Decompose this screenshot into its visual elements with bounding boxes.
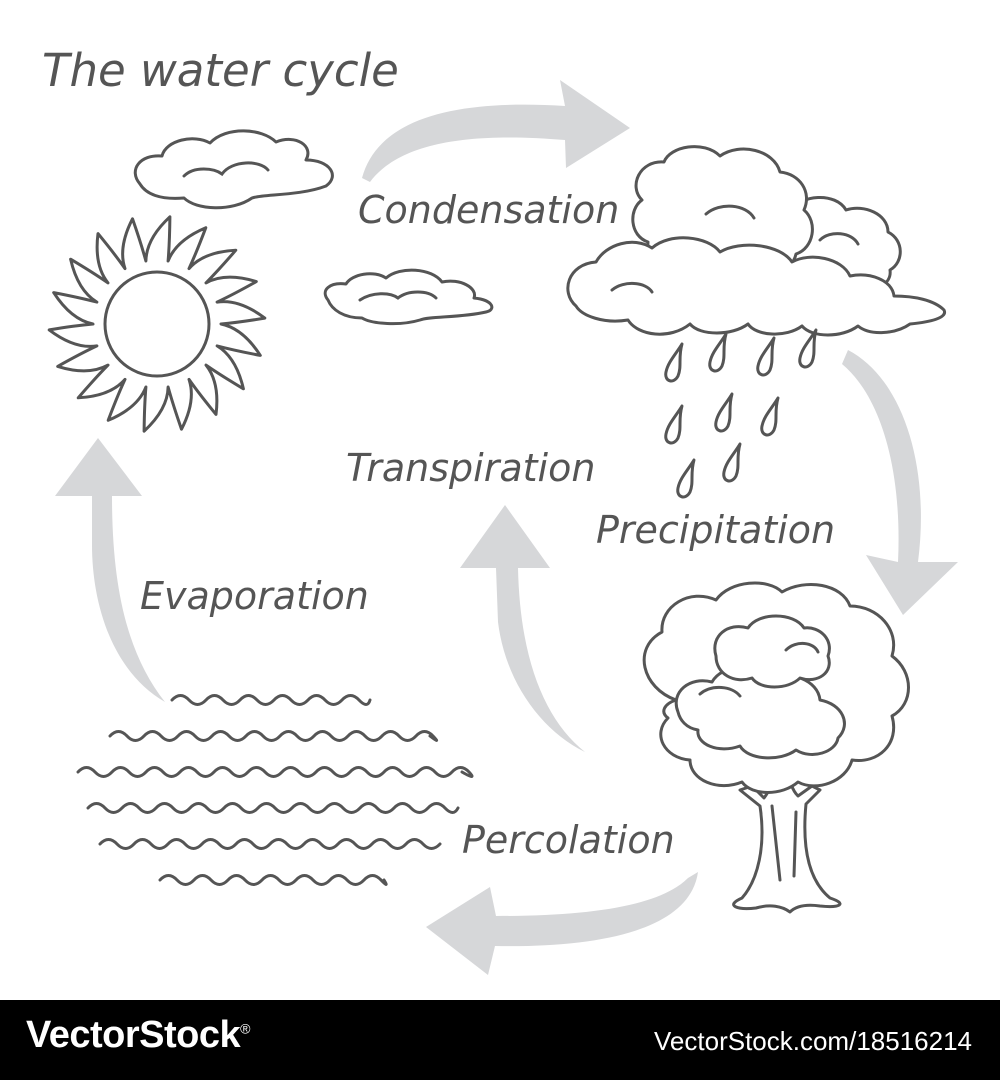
water-cycle-diagram: The water cycle Condensation Transpirati…	[42, 44, 958, 975]
wave-line	[170, 694, 372, 706]
watermark-footer: VectorStock® VectorStock.com/18516214	[0, 1000, 1000, 1080]
wave-line	[158, 874, 388, 886]
label-transpiration: Transpiration	[346, 446, 596, 490]
wave-line	[98, 838, 442, 850]
raindrop-icon	[664, 342, 684, 383]
arrow-evaporation	[55, 438, 165, 702]
wave-line	[108, 730, 439, 742]
arrow-condensation	[362, 80, 630, 182]
label-precipitation: Precipitation	[596, 508, 836, 552]
label-percolation: Percolation	[462, 818, 675, 862]
raindrop-icon	[676, 458, 696, 499]
raindrop-icon	[756, 336, 776, 377]
raindrop-icon	[664, 404, 684, 445]
diagram-artwork	[47, 80, 958, 975]
rain-cloud-icon	[566, 145, 947, 337]
label-condensation: Condensation	[358, 188, 620, 232]
raindrop-icon	[708, 332, 728, 373]
raindrops-icon	[664, 328, 818, 499]
arrow-precipitation	[842, 350, 958, 615]
wave-line	[76, 766, 474, 778]
footer-brand: VectorStock®	[26, 1014, 250, 1057]
diagram-title: The water cycle	[42, 44, 399, 97]
water-waves-icon	[76, 694, 474, 886]
registered-mark: ®	[240, 1020, 250, 1037]
wave-line	[86, 802, 460, 814]
label-evaporation: Evaporation	[140, 574, 369, 618]
raindrop-icon	[798, 328, 818, 369]
raindrop-icon	[722, 442, 742, 483]
cloud-icon	[133, 129, 334, 210]
footer-brand-name: VectorStock	[26, 1014, 241, 1056]
cloud-icon	[323, 268, 494, 326]
arrow-transpiration	[460, 505, 585, 752]
sun-icon	[47, 215, 267, 433]
footer-url[interactable]: VectorStock.com/18516214	[654, 1026, 972, 1056]
arrow-percolation	[426, 872, 698, 975]
tree-icon	[642, 581, 910, 914]
raindrop-icon	[760, 396, 780, 437]
raindrop-icon	[714, 392, 734, 433]
